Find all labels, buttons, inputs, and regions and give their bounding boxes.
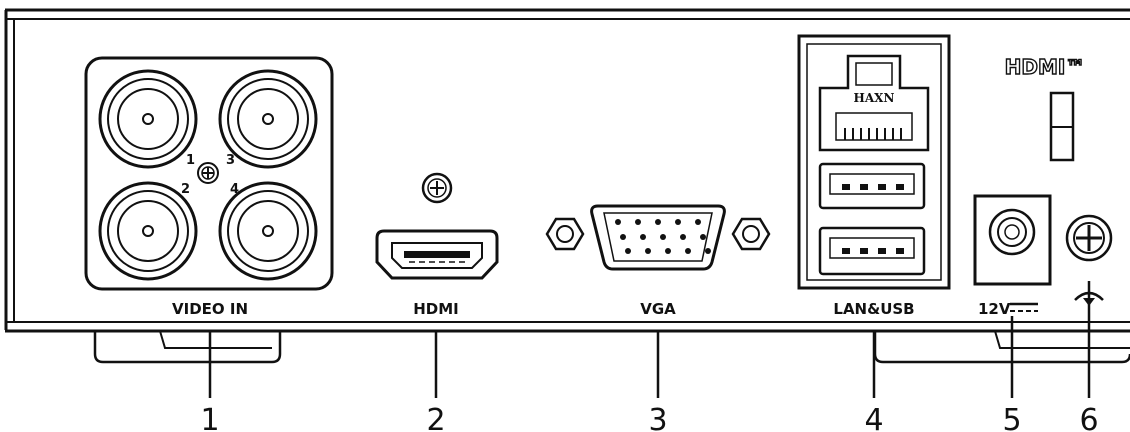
bnc-number-2: 2	[181, 182, 190, 197]
vga-pins	[615, 219, 711, 254]
rj45-text: HAXN	[854, 91, 895, 105]
screw-icon	[421, 172, 453, 204]
callout-number-2: 2	[426, 403, 445, 432]
callout-lines	[208, 312, 1091, 398]
hdmi-logo: HDMI™	[1005, 55, 1086, 79]
bnc-number-1: 1	[186, 153, 195, 168]
vga-port	[545, 204, 771, 271]
ground-symbol-icon	[1074, 281, 1104, 312]
rj45-port: HAXN	[818, 54, 930, 152]
callout-number-4: 4	[864, 403, 883, 432]
hex-nut-icon	[731, 217, 771, 251]
lan-usb-label: LAN&USB	[833, 300, 914, 318]
foot-right	[873, 330, 1130, 364]
hdmi-port	[375, 172, 499, 280]
usb-port-1	[818, 162, 926, 210]
bnc-number-3: 3	[226, 153, 235, 168]
callout-number-1: 1	[200, 403, 219, 432]
usb-port-2	[818, 226, 926, 276]
callout-number-6: 6	[1079, 403, 1098, 432]
power-jack	[973, 194, 1052, 286]
foot-left	[93, 330, 282, 364]
lan-usb-block: HAXN	[797, 34, 951, 290]
hdmi-logo-slot	[1049, 91, 1075, 162]
bnc-connector-4	[218, 181, 318, 281]
video-in-panel: 1 2 3 4	[84, 56, 334, 291]
chassis	[4, 8, 1130, 333]
video-in-label: VIDEO IN	[172, 300, 248, 318]
ground-terminal	[1065, 214, 1113, 262]
bnc-connector-2	[98, 181, 198, 281]
callout-number-3: 3	[648, 403, 667, 432]
hdmi-label: HDMI	[413, 300, 459, 318]
bnc-connector-3	[218, 69, 318, 169]
bnc-number-4: 4	[230, 182, 239, 197]
hex-nut-icon	[545, 217, 585, 251]
power-label: 12V	[978, 300, 1011, 318]
callout-number-5: 5	[1002, 403, 1021, 432]
screw-icon	[197, 162, 219, 184]
dc-symbol-icon	[1010, 302, 1038, 312]
bnc-connector-1	[98, 69, 198, 169]
vga-label: VGA	[640, 300, 676, 318]
